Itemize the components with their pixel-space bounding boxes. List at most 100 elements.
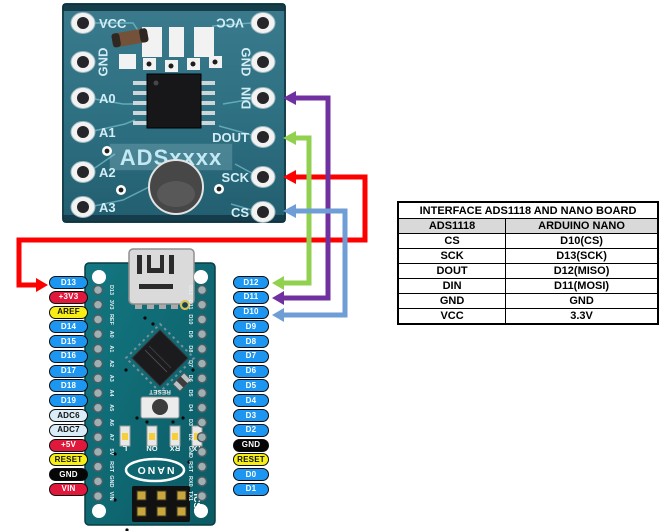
table-cell: D10(CS) — [505, 233, 659, 249]
nano-pin-pill-adc6: ADC6 — [49, 409, 88, 423]
nano-corner-holes — [92, 270, 208, 518]
table-cell: SCK — [397, 248, 507, 264]
nano-pin-pill-d0: D0 — [233, 468, 269, 482]
nano-header-pin-right — [196, 387, 208, 399]
nano-silkscreen-label: 3V3 — [108, 300, 114, 310]
nano-pin-pill-d16: D16 — [49, 349, 88, 363]
arrowhead-d10 — [272, 308, 284, 322]
nano-pin-pill-aref: AREF — [49, 305, 88, 319]
nano-pin-pill-reset: RESET — [233, 453, 269, 467]
led-label-on: ON — [146, 444, 157, 453]
table-cell: DIN — [397, 278, 507, 294]
nano-pin-pill-d9: D9 — [233, 320, 269, 334]
nano-pin-pill-reset: RESET — [49, 453, 88, 467]
nano-brand-label: NANO — [136, 464, 175, 476]
nano-silkscreen-label: D4 — [187, 404, 193, 412]
icsp-header — [132, 486, 190, 522]
arrowhead-sck — [283, 170, 296, 184]
nano-header-pin-right — [196, 284, 208, 296]
nano-pin-pill-gnd: GND — [49, 468, 88, 482]
nano-header-pin-left — [92, 343, 104, 355]
nano-header-pin-right — [196, 373, 208, 384]
nano-silkscreen-label: D13 — [108, 285, 114, 295]
column-header-ads1118: ADS1118 — [397, 218, 507, 234]
nano-header-pin-left — [92, 402, 104, 414]
table-cell: GND — [397, 293, 507, 309]
nano-silkscreen-label: A6 — [108, 419, 114, 426]
nano-silkscreen-label: D12 — [187, 285, 193, 295]
wire-sck-red — [16, 170, 368, 292]
nano-pin-pill-vin: VIN — [49, 482, 88, 496]
ads-pin-sck: SCK — [222, 170, 250, 185]
ads-pin-a0: A0 — [99, 91, 116, 106]
ads-pin-dout: DOUT — [212, 130, 249, 145]
vias — [102, 146, 224, 195]
table-header-row: ADS1118 ARDUINO NANO — [397, 218, 659, 234]
table-title-row: INTERFACE ADS1118 AND NANO BOARD — [397, 201, 659, 219]
nano-silkscreen-label: D3 — [187, 419, 193, 426]
nano-silkscreen-label: VIN — [108, 491, 114, 500]
nano-silkscreen-label: D7 — [187, 360, 193, 367]
smd-component — [172, 372, 192, 392]
nano-header-pin-left — [92, 358, 104, 369]
led-label-tx: TX — [192, 444, 202, 453]
nano-silkscreen-label: A4 — [108, 390, 114, 398]
nano-silkscreen-label: TX1 — [187, 491, 193, 501]
table-cell: GND — [505, 293, 659, 309]
arrowhead-d11 — [272, 291, 284, 305]
nano-header-pin-left — [92, 387, 104, 399]
nano-header-pin-left — [92, 446, 104, 458]
led-label-l: L — [122, 444, 127, 453]
nano-header-pin-right — [196, 476, 208, 487]
nano-silkscreen-label: A0 — [108, 331, 114, 338]
nano-header-pin-left — [92, 476, 104, 487]
nano-header-pin-left — [92, 299, 104, 310]
nano-header-pin-right — [196, 299, 208, 310]
led-label-rx: RX — [170, 444, 180, 453]
nano-pin-pill-3v3: +3V3 — [49, 290, 88, 304]
nano-silkscreen-label: RST — [187, 461, 193, 473]
nano-header-pin-left — [92, 461, 104, 472]
led-labels: L ON RX TX — [122, 444, 202, 453]
arduino-nano-board: RESET L ON RX TX NANO — [84, 248, 216, 531]
ads-pin-cs: CS — [231, 205, 249, 220]
atmega-chip — [124, 322, 196, 394]
table-cell: D13(SCK) — [505, 248, 659, 264]
nano-header-pin-right — [196, 358, 208, 369]
nano-silkscreen-label: REF — [108, 314, 114, 326]
nano-silkscreen-label: D8 — [187, 345, 193, 352]
nano-pin-pill-d4: D4 — [233, 394, 269, 408]
nano-pin-pill-5v: +5V — [49, 438, 88, 452]
smd-pads — [119, 27, 222, 72]
nano-header-pin-left — [92, 431, 104, 443]
wires-layer — [16, 91, 368, 322]
ads-pad-labels: VCC GND A0 A1 A2 A3 VCC GND DIN DOUT SCK… — [96, 16, 254, 221]
nano-pin-pill-d18: D18 — [49, 379, 88, 393]
nano-pin-pill-d2: D2 — [233, 423, 269, 437]
nano-header-pin-right — [196, 490, 208, 502]
nano-silkscreen-label: RST — [108, 461, 114, 473]
arrowhead-dout — [283, 131, 296, 145]
nano-silkscreen-label: D5 — [187, 390, 193, 397]
nano-pin-pill-d19: D19 — [49, 394, 88, 408]
nano-pin-pill-d10: D10 — [233, 305, 269, 319]
wire-din-purple — [272, 91, 331, 305]
smd-pad-holes — [146, 59, 218, 69]
nano-silkscreen-label: A5 — [108, 404, 114, 411]
nano-silkscreen-label: D9 — [187, 331, 193, 338]
nano-pin-pill-d5: D5 — [233, 379, 269, 393]
nano-header-pin-right — [196, 328, 208, 340]
nano-header-pin-left — [92, 314, 104, 325]
nano-header-pin-right — [196, 431, 208, 443]
nano-header-pin-left — [92, 490, 104, 502]
nano-pin-pill-d8: D8 — [233, 335, 269, 349]
nano-header-pin-right — [196, 402, 208, 414]
nano-pin-pill-gnd: GND — [233, 438, 269, 452]
